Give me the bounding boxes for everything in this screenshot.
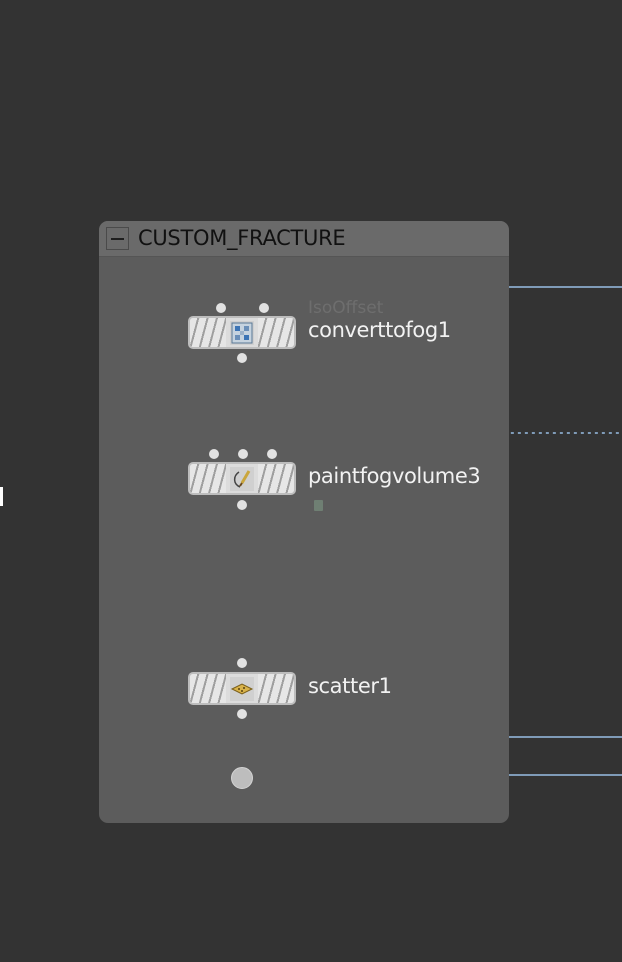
node-label[interactable]: paintfogvolume3 [308,464,481,488]
node-stripes-left [190,674,226,703]
input-port[interactable] [238,449,248,459]
minus-icon[interactable] [106,227,129,250]
node-stripes-right [258,674,294,703]
output-port[interactable] [237,500,247,510]
node-stripes-left [190,464,226,493]
paint-brush-icon [230,467,254,491]
network-box-custom-fracture[interactable]: CUSTOM_FRACTURE [99,221,509,823]
input-port[interactable] [209,449,219,459]
input-port[interactable] [237,658,247,668]
dot-node[interactable] [231,767,253,789]
offscreen-edge-marker [0,487,3,506]
input-port[interactable] [216,303,226,313]
input-port[interactable] [267,449,277,459]
node-comment: IsoOffset [308,298,384,318]
network-box-title: CUSTOM_FRACTURE [138,226,346,250]
node-stripes-left [190,318,226,347]
node-stripes-right [258,318,294,347]
node-scatter1[interactable] [188,672,296,705]
scatter-diamond-icon [230,677,254,701]
node-label[interactable]: converttofog1 [308,318,451,342]
node-label[interactable]: scatter1 [308,674,392,698]
output-port[interactable] [237,353,247,363]
node-converttofog1[interactable] [188,316,296,349]
node-paintfogvolume3[interactable] [188,462,296,495]
cook-flag-icon [314,500,323,511]
volume-grid-icon [230,321,254,345]
output-port[interactable] [237,709,247,719]
network-box-header[interactable]: CUSTOM_FRACTURE [99,221,509,257]
node-stripes-right [258,464,294,493]
input-port[interactable] [259,303,269,313]
